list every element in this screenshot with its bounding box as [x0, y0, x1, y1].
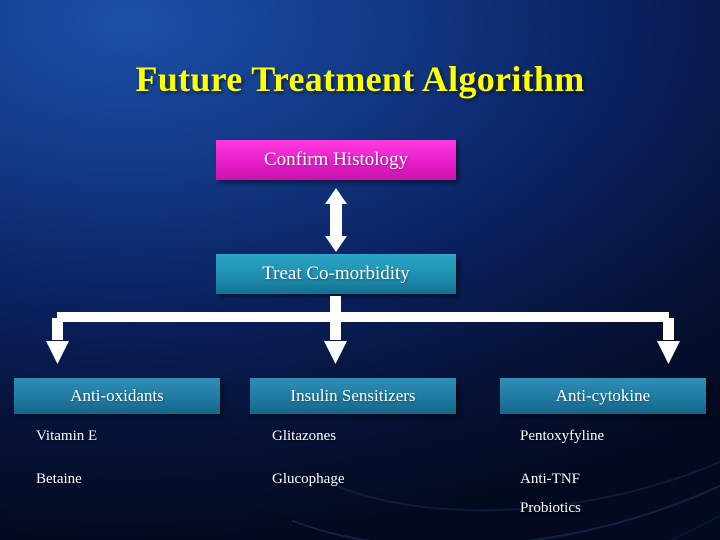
- column-header-insulin-sensitizers-label: Insulin Sensitizers: [290, 386, 416, 405]
- flow-step-confirm-histology-label: Confirm Histology: [263, 149, 409, 170]
- list-item: Probiotics: [520, 500, 581, 516]
- list-item: Glucophage: [272, 471, 345, 487]
- list-item: Anti-TNF: [520, 471, 580, 487]
- column-header-anti-oxidants-label: Anti-oxidants: [70, 386, 164, 405]
- flow-step-confirm-histology: Confirm Histology: [216, 140, 456, 180]
- list-item: Pentoxyfyline: [520, 428, 605, 444]
- flow-step-treat-comorbidity-label: Treat Co-morbidity: [262, 263, 410, 284]
- page-title: Future Treatment Algorithm: [135, 59, 585, 99]
- flow-step-treat-comorbidity: Treat Co-morbidity: [216, 254, 456, 294]
- column-header-anti-cytokine: Anti-cytokine: [500, 378, 706, 414]
- list-item: Betaine: [36, 471, 82, 487]
- column-header-anti-oxidants: Anti-oxidants: [14, 378, 220, 414]
- list-item: Glitazones: [272, 428, 337, 444]
- list-item: Vitamin E: [36, 428, 98, 444]
- column-header-insulin-sensitizers: Insulin Sensitizers: [250, 378, 456, 414]
- column-header-anti-cytokine-label: Anti-cytokine: [555, 386, 651, 405]
